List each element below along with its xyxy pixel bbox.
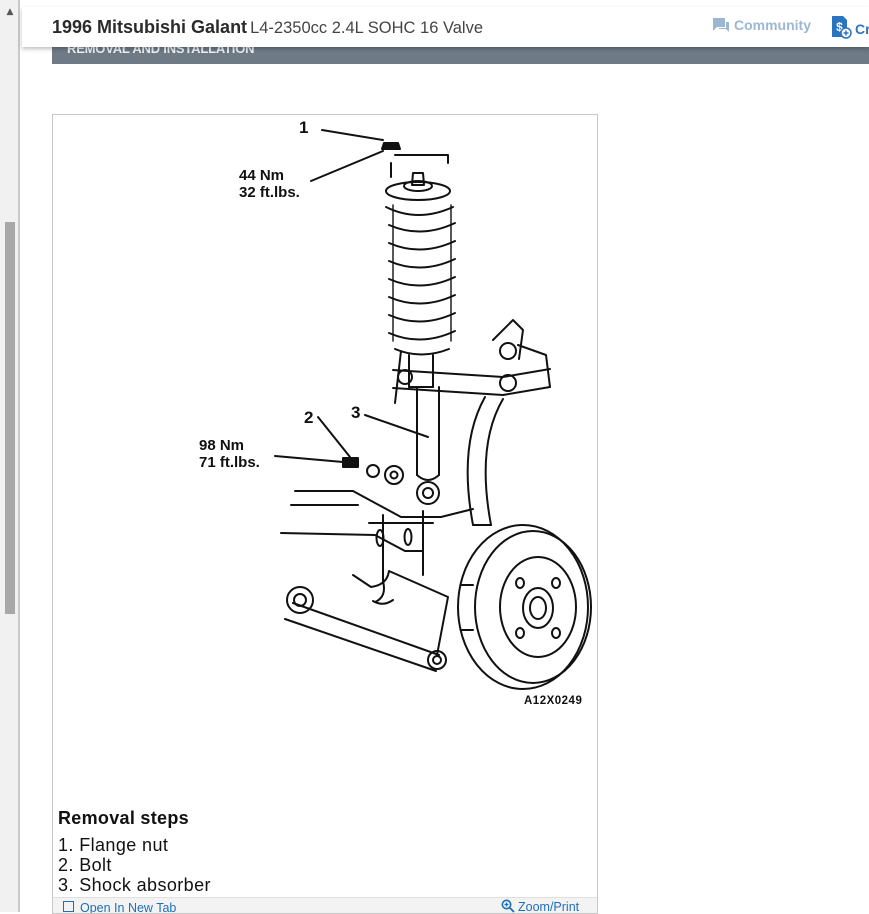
engine-description: L4-2350cc 2.4L SOHC 16 Valve: [250, 19, 484, 37]
cr-label: Cr: [855, 21, 869, 37]
vehicle-name: 1996 Mitsubishi Galant: [52, 17, 248, 37]
torque-top-ftlbs: 32 ft.lbs.: [239, 184, 300, 201]
open-in-new-tab-link[interactable]: Open In New Tab: [63, 901, 177, 914]
callout-2: 2: [304, 408, 314, 427]
external-tab-icon: [63, 901, 74, 912]
chat-bubble-icon: [713, 18, 729, 32]
scroll-up-icon[interactable]: ▲: [6, 7, 14, 17]
torque-mid-nm: 98 Nm: [199, 437, 245, 454]
torque-top: 44 Nm 32 ft.lbs.: [239, 167, 300, 201]
dollar-document-icon: $: [832, 16, 852, 39]
zoom-print-label: Zoom/Print: [518, 900, 580, 914]
torque-top-nm: 44 Nm: [239, 167, 285, 184]
callout-3: 3: [351, 403, 361, 422]
diagram-card-footer: Open In New Tab Zoom/Print: [53, 897, 597, 914]
shock-absorber-diagram: [274, 129, 592, 690]
magnifier-plus-icon: [501, 899, 515, 913]
step-item: 2. Bolt: [58, 855, 112, 875]
open-in-new-tab-label: Open In New Tab: [80, 901, 177, 914]
scroll-thumb[interactable]: [5, 222, 15, 614]
step-item: 3. Shock absorber: [58, 875, 211, 895]
community-label: Community: [734, 17, 811, 33]
figure-code: A12X0249: [524, 695, 583, 707]
removal-steps-list: 1. Flange nut 2. Bolt 3. Shock absorber: [58, 835, 211, 895]
cr-button[interactable]: $ Cr: [830, 15, 869, 39]
step-item: 1. Flange nut: [58, 835, 169, 855]
removal-steps-title: Removal steps: [58, 808, 189, 828]
torque-mid-ftlbs: 71 ft.lbs.: [199, 454, 260, 471]
zoom-print-link[interactable]: Zoom/Print: [501, 899, 580, 914]
community-link[interactable]: Community: [712, 17, 811, 33]
diagram-card: 1 44 Nm 32 ft.lbs. 2 3 98 Nm 71 ft.lbs. …: [52, 114, 598, 914]
torque-mid: 98 Nm 71 ft.lbs.: [199, 437, 260, 471]
svg-text:$: $: [836, 20, 843, 34]
page-scrollbar[interactable]: ▲: [0, 0, 20, 912]
callout-1: 1: [299, 118, 309, 137]
